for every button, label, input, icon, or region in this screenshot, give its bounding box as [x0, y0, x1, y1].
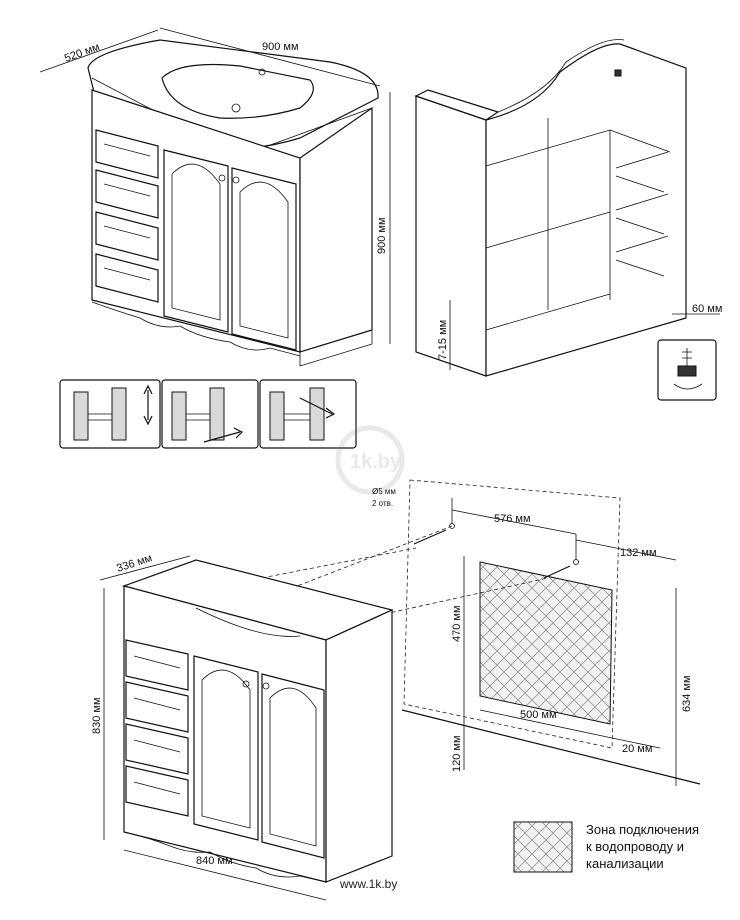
dim-zone-bottom: 120 мм: [451, 735, 463, 772]
legend-line-3: канализации: [586, 856, 664, 871]
base-cabinet: 336 мм 830 мм 840 мм: [91, 552, 394, 901]
assembled-vanity: 520 мм 900 мм 900 мм: [39, 27, 391, 367]
dim-zone-width: 500 мм: [520, 709, 557, 721]
dim-cab-width: 840 мм: [196, 855, 233, 867]
open-frame: 7-15 мм 60 мм: [414, 39, 722, 401]
legend-text: Зона подключения к водопроводу и канализ…: [586, 821, 736, 872]
dim-hole-spacing: 576 мм: [494, 513, 531, 525]
dim-leg-adjust: 7-15 мм: [437, 320, 449, 360]
connection-zone: [479, 561, 613, 725]
dim-back-gap: 60 мм: [692, 303, 722, 315]
dim-zone-total-height: 634 мм: [681, 675, 693, 712]
dim-top-height: 900 мм: [376, 217, 388, 254]
watermark-logo: 1k.by: [335, 425, 405, 495]
watermark-url: www.1k.by: [340, 877, 398, 891]
dim-zone-height: 470 мм: [451, 605, 463, 642]
dim-hole-count: 2 отв.: [372, 499, 393, 508]
hinge-adjustment-steps: [59, 379, 357, 449]
dim-top-width: 900 мм: [262, 41, 299, 53]
dim-cab-depth: 336 мм: [115, 552, 153, 575]
dim-zone-right-offset: 20 мм: [622, 743, 652, 755]
legend-swatch: [513, 821, 573, 873]
legend-line-2: к водопроводу и: [586, 839, 684, 854]
dim-hole-diameter: Ø5 мм: [372, 487, 396, 496]
legend-line-1: Зона подключения: [586, 822, 700, 837]
watermark-logo-text: 1k.by: [350, 451, 402, 473]
dim-cab-height: 830 мм: [91, 697, 103, 734]
dim-hole-right-offset: 132 мм: [620, 547, 657, 559]
